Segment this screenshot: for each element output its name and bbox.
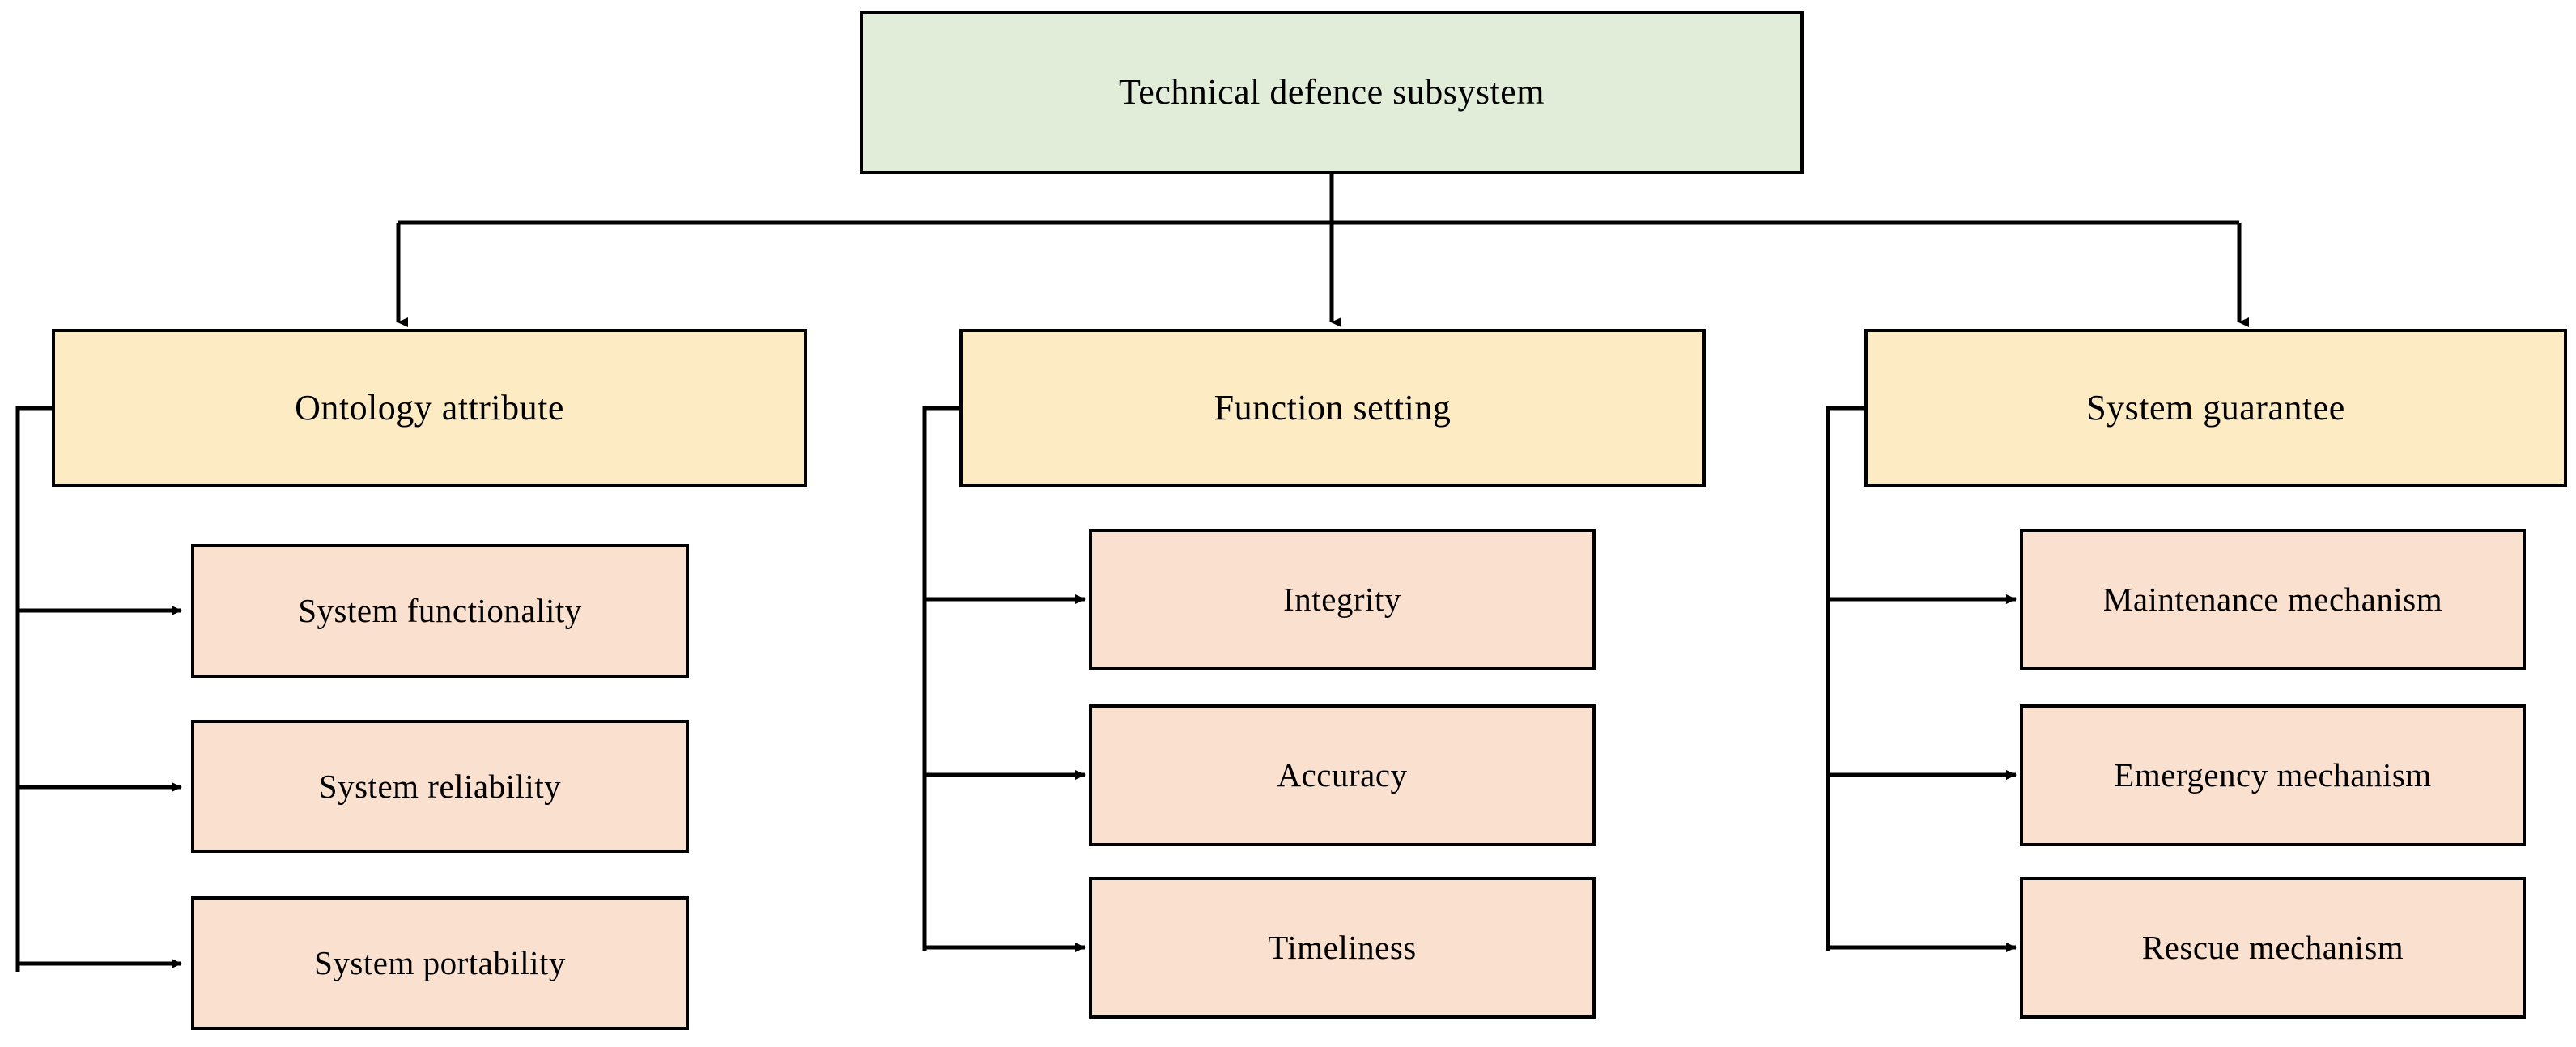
node-label: Function setting <box>1214 387 1452 428</box>
node-label: System functionality <box>298 591 582 629</box>
node-integrity[interactable]: Integrity <box>1089 529 1596 670</box>
node-label: Technical defence subsystem <box>1119 71 1545 112</box>
node-label: System guarantee <box>2086 387 2345 428</box>
edge-trunk-ontology-attribute <box>15 406 52 972</box>
node-technical-defence-subsystem[interactable]: Technical defence subsystem <box>860 11 1804 174</box>
node-function-setting[interactable]: Function setting <box>959 329 1706 487</box>
node-label: Emergency mechanism <box>2114 755 2432 794</box>
node-label: Accuracy <box>1277 755 1408 794</box>
node-maintenance-mechanism[interactable]: Maintenance mechanism <box>2020 529 2526 670</box>
edge-trunk-function-setting <box>922 406 959 951</box>
edge-trunk-system-guarantee <box>1826 406 1864 951</box>
node-accuracy[interactable]: Accuracy <box>1089 704 1596 846</box>
node-rescue-mechanism[interactable]: Rescue mechanism <box>2020 877 2526 1019</box>
node-label: Rescue mechanism <box>2141 928 2404 966</box>
node-system-reliability[interactable]: System reliability <box>191 720 689 853</box>
node-label: Integrity <box>1283 580 1401 618</box>
node-system-functionality[interactable]: System functionality <box>191 544 689 678</box>
node-label: Ontology attribute <box>295 387 564 428</box>
node-label: Maintenance mechanism <box>2102 580 2443 618</box>
node-timeliness[interactable]: Timeliness <box>1089 877 1596 1019</box>
node-ontology-attribute[interactable]: Ontology attribute <box>52 329 807 487</box>
node-system-portability[interactable]: System portability <box>191 896 689 1030</box>
node-label: System portability <box>314 943 566 981</box>
node-system-guarantee[interactable]: System guarantee <box>1864 329 2567 487</box>
node-emergency-mechanism[interactable]: Emergency mechanism <box>2020 704 2526 846</box>
node-label: Timeliness <box>1268 928 1417 966</box>
node-label: System reliability <box>318 767 562 805</box>
